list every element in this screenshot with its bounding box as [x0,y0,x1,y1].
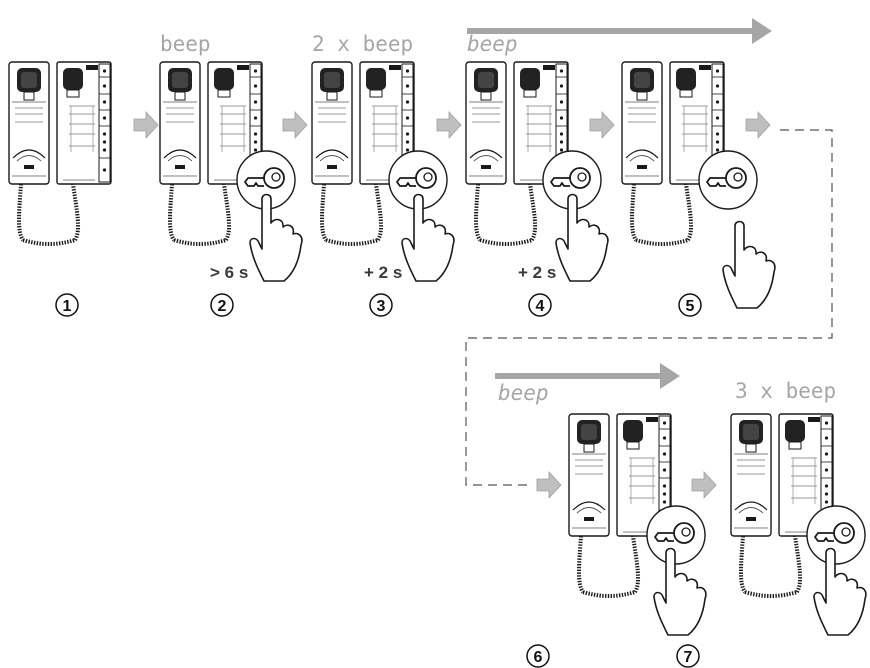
step-1-number: 1 [55,293,79,317]
step-5-device [620,60,726,246]
right-arrow-icon [745,111,771,139]
right-arrow-icon [589,111,615,139]
svg-text:2: 2 [218,298,227,315]
right-arrow-icon [282,111,308,139]
step-1-device [7,60,113,246]
step-7-device [729,412,835,598]
step-7-number: 7 [676,644,700,668]
key-button-icon [806,505,866,565]
step-4-device [464,60,570,246]
step-7-beep: 3 x beep [735,379,836,403]
long-arrow-icon [495,363,680,389]
pointing-hand-icon [722,220,776,309]
step-3-number: 3 [369,293,393,317]
step-6-number: 6 [526,644,550,668]
key-button-icon [646,505,706,565]
step-6-device [567,412,673,598]
step-2-duration: > 6 s [210,263,248,282]
step-6-beep: beep [498,381,549,405]
svg-text:6: 6 [534,649,543,666]
svg-text:7: 7 [684,649,693,666]
key-button-icon [698,150,758,210]
svg-text:5: 5 [686,298,695,315]
right-arrow-icon [691,471,717,499]
svg-text:3: 3 [377,298,386,315]
step-5-number: 5 [678,293,702,317]
step-2-device [158,60,264,246]
step-3-beep: 2 x beep [312,32,413,56]
step-4-duration: + 2 s [518,263,556,282]
step-4-number: 4 [528,293,552,317]
right-arrow-icon [133,111,159,139]
step-4-beep: beep [467,32,518,56]
step-3-device [310,60,416,246]
long-arrow-icon [467,18,772,44]
step-2-number: 2 [210,293,234,317]
right-arrow-icon [436,111,462,139]
svg-text:4: 4 [536,298,545,315]
step-2-beep: beep [160,32,211,56]
flow-connector [465,129,833,486]
step-3-duration: + 2 s [364,263,402,282]
svg-text:1: 1 [63,298,72,315]
right-arrow-icon [536,471,562,499]
